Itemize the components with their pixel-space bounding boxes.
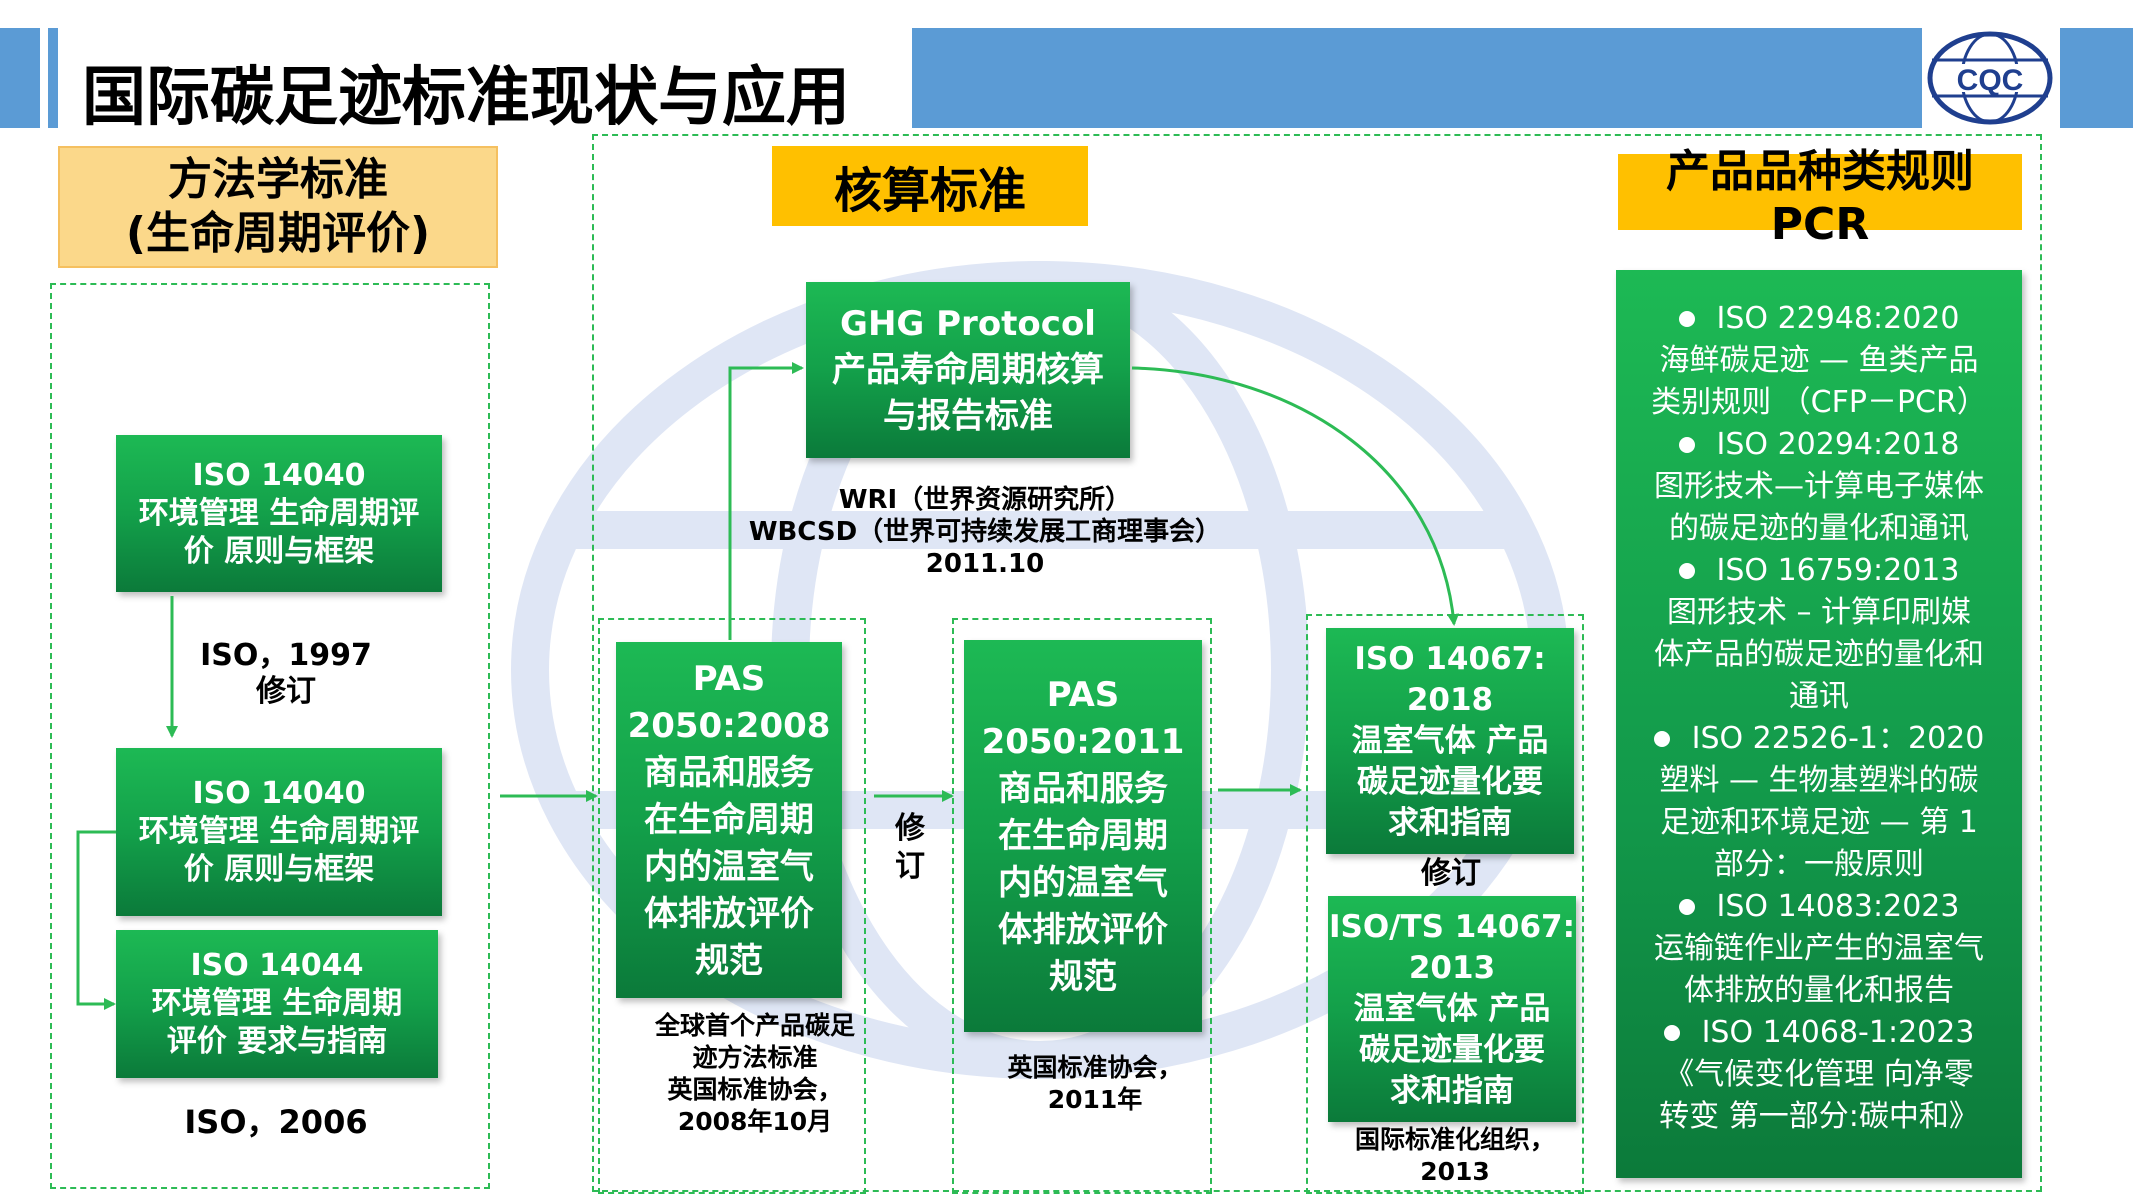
header-bar-right bbox=[912, 28, 1922, 128]
pcr-item-head: ISO 14083:2023 bbox=[1616, 886, 2022, 928]
revise-label: 修订 bbox=[1421, 856, 1481, 891]
methodology-frame bbox=[50, 283, 490, 1189]
accounting-frame bbox=[592, 134, 2042, 1192]
bullet-icon bbox=[1653, 731, 1670, 747]
pas2050-2008-box: PAS 2050:2008 商品和服务 在生命周期 内的温室气 体排放评价 规范 bbox=[616, 642, 842, 998]
revise-vertical-label: 修 订 bbox=[895, 811, 925, 884]
pcr-item-head: ISO 20294:2018 bbox=[1616, 424, 2022, 466]
pas2011-frame bbox=[952, 618, 1212, 1194]
pcr-item-code: ISO 22526-1：2020 bbox=[1691, 721, 1985, 756]
pcr-item-head: ISO 22526-1：2020 bbox=[1616, 718, 2022, 760]
pcr-item: ISO 20294:2018 图形技术—计算电子媒体 的碳足迹的量化和通讯 bbox=[1616, 424, 2022, 550]
bullet-icon bbox=[1678, 563, 1695, 579]
logo-text: CQC bbox=[1957, 64, 2024, 97]
section-label-methodology: 方法学标准 (生命周期评价) bbox=[58, 146, 498, 268]
bullet-icon bbox=[1678, 899, 1695, 915]
header-bar-left-thin bbox=[48, 28, 58, 128]
pcr-item-code: ISO 16759:2013 bbox=[1716, 553, 1960, 588]
pcr-item-code: ISO 20294:2018 bbox=[1716, 427, 1960, 462]
pcr-list-box: ISO 22948:2020 海鲜碳足迹 — 鱼类产品 类别规则 （CFP－PCR… bbox=[1616, 270, 2022, 1178]
pcr-item-desc: 塑料 — 生物基塑料的碳 足迹和环境足迹 — 第 1 部分：一般原则 bbox=[1659, 763, 1979, 882]
pas2050-2011-box: PAS 2050:2011 商品和服务 在生命周期 内的温室气 体排放评价 规范 bbox=[964, 640, 1202, 1032]
pcr-item: ISO 14068-1:2023 《气候变化管理 向净零 转变 第一部分:碳中和》 bbox=[1616, 1012, 2022, 1138]
iso14067-2018-box: ISO 14067: 2018 温室气体 产品 碳足迹量化要 求和指南 bbox=[1326, 628, 1574, 854]
pas2008-caption: 全球首个产品碳足 迹方法标准 英国标准协会， 2008年10月 bbox=[654, 1011, 855, 1136]
pcr-list: ISO 22948:2020 海鲜碳足迹 — 鱼类产品 类别规则 （CFP－PCR… bbox=[1616, 298, 2022, 1138]
bullet-icon bbox=[1663, 1025, 1680, 1041]
iso-2006-label: ISO，2006 bbox=[184, 1103, 368, 1141]
ghg-protocol-box: GHG Protocol 产品寿命周期核算 与报告标准 bbox=[806, 282, 1130, 458]
pcr-item-desc: 海鲜碳足迹 — 鱼类产品 类别规则 （CFP－PCR） bbox=[1651, 343, 1987, 420]
iso14044-box: ISO 14044 环境管理 生命周期 评价 要求与指南 bbox=[116, 930, 438, 1078]
iso14040-2006-box: ISO 14040 环境管理 生命周期评 价 原则与框架 bbox=[116, 748, 442, 916]
header-bar-far-right bbox=[2060, 28, 2133, 128]
pcr-item-head: ISO 14068-1:2023 bbox=[1616, 1012, 2022, 1054]
pcr-item-desc: 运输链作业产生的温室气 体排放的量化和报告 bbox=[1654, 931, 1984, 1008]
iso-ts14067-2013-box: ISO/TS 14067: 2013 温室气体 产品 碳足迹量化要 求和指南 bbox=[1328, 896, 1576, 1122]
pcr-item-desc: 图形技术—计算电子媒体 的碳足迹的量化和通讯 bbox=[1654, 469, 1984, 546]
iso14040-1997-box: ISO 14040 环境管理 生命周期评 价 原则与框架 bbox=[116, 435, 442, 592]
pcr-item: ISO 14083:2023 运输链作业产生的温室气 体排放的量化和报告 bbox=[1616, 886, 2022, 1012]
pcr-item-desc: 《气候变化管理 向净零 转变 第一部分:碳中和》 bbox=[1659, 1057, 1979, 1134]
pcr-item-head: ISO 22948:2020 bbox=[1616, 298, 2022, 340]
pcr-item: ISO 22526-1：2020 塑料 — 生物基塑料的碳 足迹和环境足迹 — 第… bbox=[1616, 718, 2022, 886]
pcr-item-head: ISO 16759:2013 bbox=[1616, 550, 2022, 592]
iso-1997-revision-label: ISO，1997 修订 bbox=[200, 638, 372, 709]
pcr-item-code: ISO 14068-1:2023 bbox=[1701, 1015, 1975, 1050]
cqc-logo: CQC bbox=[1926, 30, 2054, 126]
section-label-accounting: 核算标准 bbox=[772, 146, 1088, 226]
section-label-pcr: 产品品种类规则PCR bbox=[1618, 146, 2022, 250]
pcr-item-desc: 图形技术 – 计算印刷媒 体产品的碳足迹的量化和 通讯 bbox=[1654, 595, 1984, 714]
bullet-icon bbox=[1678, 311, 1695, 327]
pcr-item-code: ISO 22948:2020 bbox=[1716, 301, 1960, 336]
pcr-item-code: ISO 14083:2023 bbox=[1716, 889, 1960, 924]
header-bar-left bbox=[0, 28, 40, 128]
pcr-item: ISO 22948:2020 海鲜碳足迹 — 鱼类产品 类别规则 （CFP－PCR… bbox=[1616, 298, 2022, 424]
iso14067-2013-caption: 国际标准化组织， 2013 bbox=[1354, 1125, 1555, 1186]
pcr-item: ISO 16759:2013 图形技术 – 计算印刷媒 体产品的碳足迹的量化和 通… bbox=[1616, 550, 2022, 718]
ghg-caption: WRI（世界资源研究所） WBCSD（世界可持续发展工商理事会） 2011.10 bbox=[748, 485, 1222, 579]
page-title: 国际碳足迹标准现状与应用 bbox=[82, 61, 850, 135]
bullet-icon bbox=[1678, 437, 1695, 453]
pas2011-caption: 英国标准协会， 2011年 bbox=[1007, 1053, 1183, 1114]
